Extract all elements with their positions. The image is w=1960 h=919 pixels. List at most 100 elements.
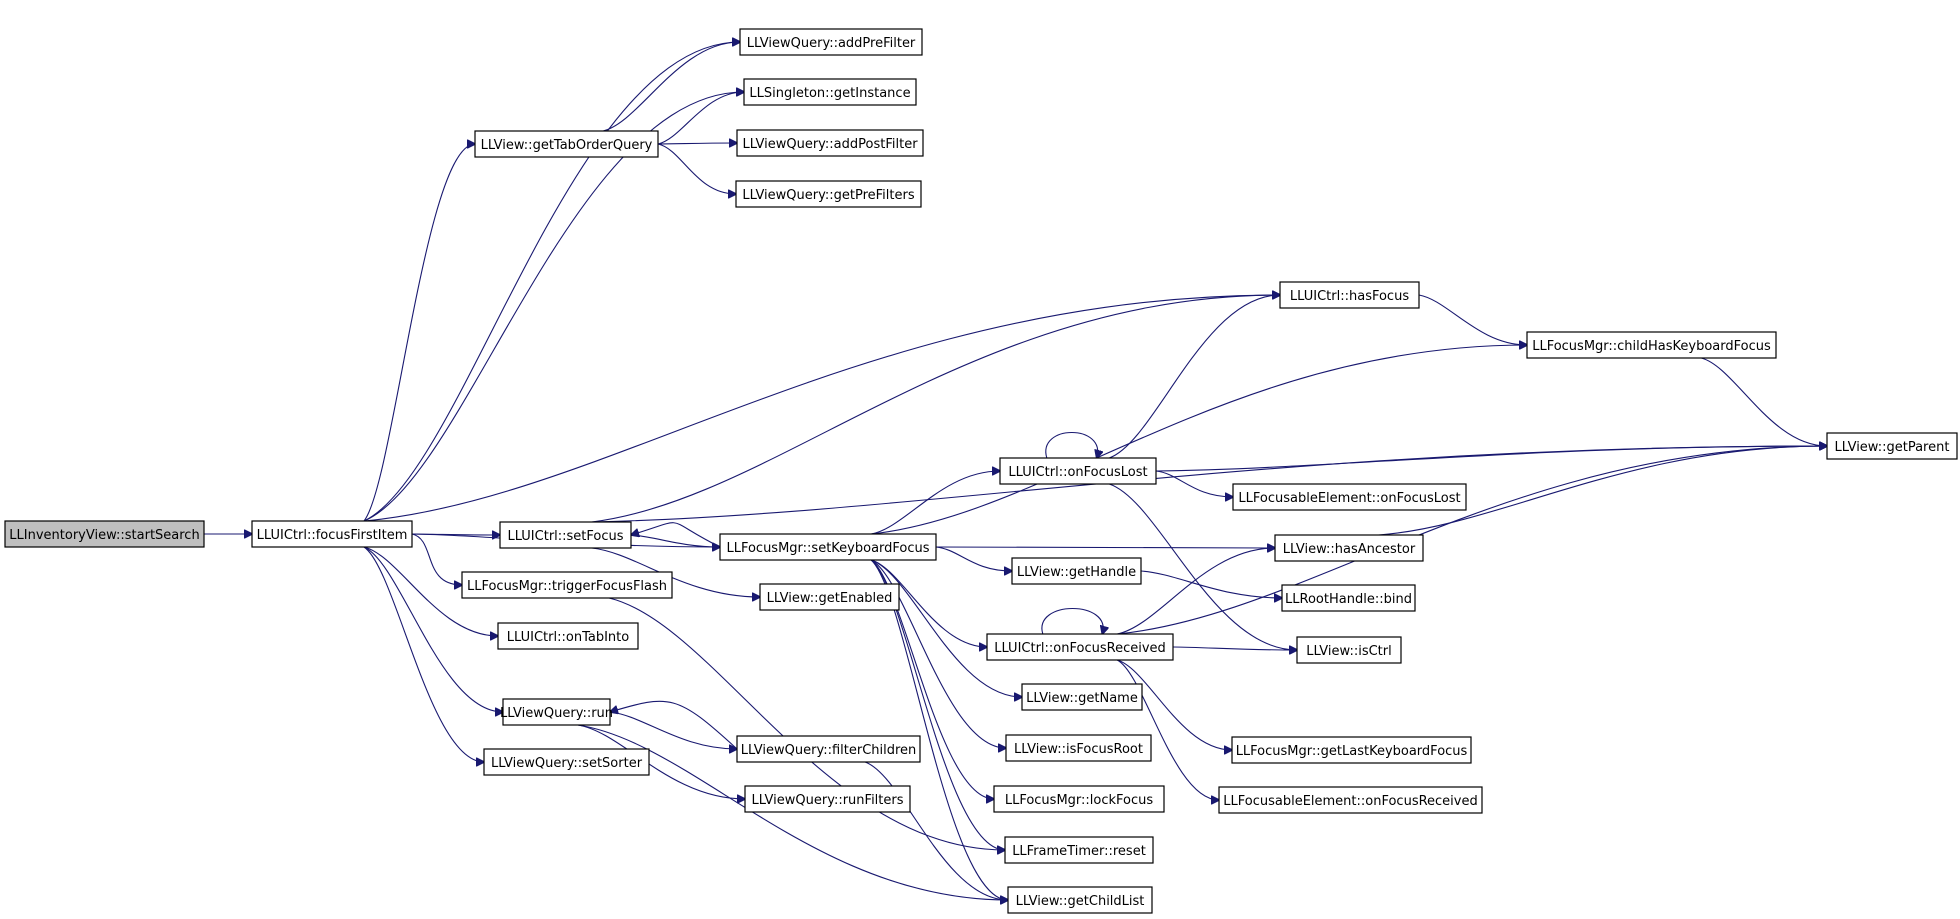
- node-box[interactable]: [1005, 734, 1152, 762]
- node-filterChildren[interactable]: LLViewQuery::filterChildren: [736, 735, 921, 763]
- node-box[interactable]: [1007, 886, 1153, 914]
- node-box[interactable]: [719, 533, 937, 561]
- node-box[interactable]: [497, 622, 639, 650]
- node-childHasKeyboardFocus[interactable]: LLFocusMgr::childHasKeyboardFocus: [1526, 331, 1777, 359]
- node-box[interactable]: [1004, 836, 1154, 864]
- node-box[interactable]: [739, 28, 923, 56]
- edge-setKeyboardFocus-to-getName: [871, 559, 1022, 697]
- node-box[interactable]: [736, 129, 924, 157]
- edge-onFocusReceived-to-feOnFocusReceived: [1116, 659, 1219, 800]
- node-box[interactable]: [735, 180, 922, 208]
- node-getName[interactable]: LLView::getName: [1021, 683, 1143, 711]
- node-startSearch[interactable]: LLInventoryView::startSearch: [4, 520, 205, 548]
- node-getPreFilters[interactable]: LLViewQuery::getPreFilters: [735, 180, 922, 208]
- node-box[interactable]: [993, 785, 1165, 813]
- node-getInstance[interactable]: LLSingleton::getInstance: [743, 78, 917, 106]
- node-box[interactable]: [1526, 331, 1777, 359]
- node-box[interactable]: [499, 521, 632, 549]
- node-bind[interactable]: LLRootHandle::bind: [1281, 584, 1416, 612]
- node-box[interactable]: [1274, 534, 1424, 562]
- node-onFocusReceived[interactable]: LLUICtrl::onFocusReceived: [986, 633, 1174, 661]
- node-label: LLFocusMgr::childHasKeyboardFocus: [1532, 339, 1771, 354]
- node-label: LLFrameTimer::reset: [1012, 844, 1146, 859]
- node-box[interactable]: [986, 633, 1174, 661]
- node-box[interactable]: [1826, 432, 1958, 460]
- node-label: LLFocusableElement::onFocusReceived: [1223, 794, 1478, 809]
- node-box[interactable]: [502, 698, 611, 726]
- node-lockFocus[interactable]: LLFocusMgr::lockFocus: [993, 785, 1165, 813]
- node-run[interactable]: LLViewQuery::run: [500, 698, 613, 726]
- node-box[interactable]: [1231, 736, 1472, 764]
- node-onFocusLost[interactable]: LLUICtrl::onFocusLost: [999, 457, 1157, 485]
- node-box[interactable]: [736, 735, 921, 763]
- node-triggerFocusFlash[interactable]: LLFocusMgr::triggerFocusFlash: [461, 571, 673, 599]
- node-isCtrl[interactable]: LLView::isCtrl: [1296, 636, 1402, 664]
- node-label: LLView::isFocusRoot: [1014, 742, 1143, 757]
- node-label: LLView::getName: [1026, 691, 1138, 706]
- node-setFocus[interactable]: LLUICtrl::setFocus: [499, 521, 632, 549]
- node-label: LLFocusMgr::setKeyboardFocus: [726, 541, 929, 556]
- edge-onFocusReceived-to-getParent: [1117, 446, 1827, 635]
- edge-setKeyboardFocus-to-isFocusRoot: [870, 559, 1006, 748]
- edge-hasFocus-to-childHasKeyboardFocus: [1418, 294, 1527, 345]
- edge-onFocusLost-to-hasFocus: [1109, 295, 1280, 459]
- node-label: LLFocusMgr::lockFocus: [1005, 793, 1154, 808]
- node-hasAncestor[interactable]: LLView::hasAncestor: [1274, 534, 1424, 562]
- node-box[interactable]: [1218, 786, 1483, 814]
- edge-focusFirstItem-to-setSorter: [363, 546, 484, 762]
- node-label: LLUICtrl::onFocusLost: [1008, 465, 1147, 480]
- node-getChildList[interactable]: LLView::getChildList: [1007, 886, 1153, 914]
- node-box[interactable]: [1296, 636, 1402, 664]
- node-feOnFocusReceived[interactable]: LLFocusableElement::onFocusReceived: [1218, 786, 1483, 814]
- node-box[interactable]: [483, 748, 650, 776]
- node-box[interactable]: [1232, 483, 1467, 511]
- edge-hasAncestor-to-getParent: [1378, 446, 1827, 536]
- node-getEnabled[interactable]: LLView::getEnabled: [759, 583, 900, 611]
- node-hasFocus[interactable]: LLUICtrl::hasFocus: [1279, 281, 1420, 309]
- edge-getHandle-to-bind: [1140, 570, 1282, 598]
- node-setSorter[interactable]: LLViewQuery::setSorter: [483, 748, 650, 776]
- node-box[interactable]: [1011, 557, 1142, 585]
- node-label: LLView::getChildList: [1016, 894, 1145, 909]
- node-setKeyboardFocus[interactable]: LLFocusMgr::setKeyboardFocus: [719, 533, 937, 561]
- node-label: LLUICtrl::onFocusReceived: [994, 641, 1166, 656]
- node-getHandle[interactable]: LLView::getHandle: [1011, 557, 1142, 585]
- node-feOnFocusLost[interactable]: LLFocusableElement::onFocusLost: [1232, 483, 1467, 511]
- node-label: LLView::getParent: [1835, 440, 1950, 455]
- node-onTabInto[interactable]: LLUICtrl::onTabInto: [497, 622, 639, 650]
- node-box[interactable]: [4, 520, 205, 548]
- node-box[interactable]: [1279, 281, 1420, 309]
- node-reset[interactable]: LLFrameTimer::reset: [1004, 836, 1154, 864]
- node-box[interactable]: [744, 785, 911, 813]
- edge-setFocus-to-setKeyboardFocus: [630, 534, 720, 547]
- node-addPreFilter[interactable]: LLViewQuery::addPreFilter: [739, 28, 923, 56]
- node-isFocusRoot[interactable]: LLView::isFocusRoot: [1005, 734, 1152, 762]
- node-label: LLView::getEnabled: [767, 591, 893, 606]
- node-getLastKeyboardFocus[interactable]: LLFocusMgr::getLastKeyboardFocus: [1231, 736, 1472, 764]
- node-getTabOrderQuery[interactable]: LLView::getTabOrderQuery: [474, 130, 659, 158]
- node-box[interactable]: [743, 78, 917, 106]
- node-label: LLSingleton::getInstance: [749, 86, 910, 101]
- node-getParent[interactable]: LLView::getParent: [1826, 432, 1958, 460]
- node-focusFirstItem[interactable]: LLUICtrl::focusFirstItem: [251, 520, 413, 548]
- edge-focusFirstItem-to-triggerFocusFlash: [411, 533, 462, 585]
- edge-focusFirstItem-to-run: [363, 546, 503, 712]
- node-box[interactable]: [759, 583, 900, 611]
- node-box[interactable]: [999, 457, 1157, 485]
- node-box[interactable]: [1281, 584, 1416, 612]
- node-layer: LLInventoryView::startSearch LLUICtrl::fo…: [4, 28, 1958, 914]
- node-box[interactable]: [474, 130, 659, 158]
- edge-setKeyboardFocus-to-reset: [870, 559, 1005, 850]
- edge-onFocusLost-to-onFocusLost: [1045, 431, 1098, 459]
- node-box[interactable]: [461, 571, 673, 599]
- node-box[interactable]: [251, 520, 413, 548]
- edge-setFocus-to-getParent: [591, 446, 1827, 523]
- edge-run-to-filterChildren: [609, 711, 737, 749]
- node-box[interactable]: [1021, 683, 1143, 711]
- edge-filterChildren-to-run: [610, 700, 738, 750]
- node-label: LLViewQuery::addPostFilter: [742, 137, 918, 152]
- node-addPostFilter[interactable]: LLViewQuery::addPostFilter: [736, 129, 924, 157]
- node-runFilters[interactable]: LLViewQuery::runFilters: [744, 785, 911, 813]
- node-label: LLViewQuery::addPreFilter: [747, 36, 916, 51]
